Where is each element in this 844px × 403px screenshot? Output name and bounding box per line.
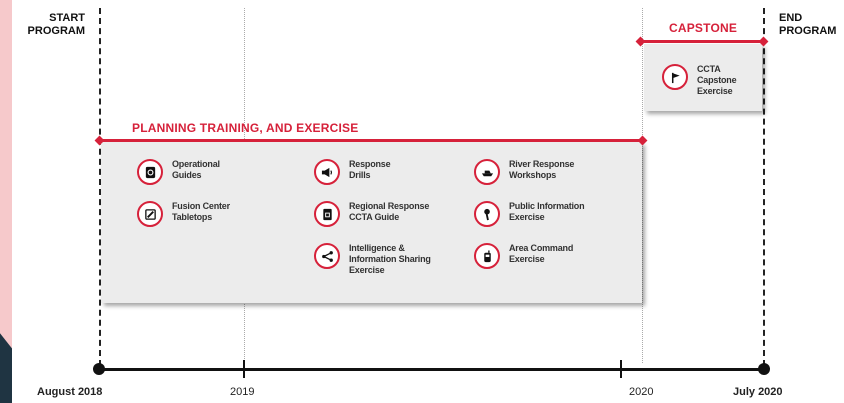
timeline-2020-label: 2020 [629, 386, 654, 398]
flag-icon [662, 64, 688, 90]
list-item: Area Command Exercise [474, 243, 573, 269]
planning-range-bar [99, 139, 645, 142]
boat-icon [474, 159, 500, 185]
item-label: Public Information Exercise [509, 201, 585, 222]
share-icon [314, 243, 340, 269]
pencil-icon [137, 201, 163, 227]
item-label: River Response Workshops [509, 159, 575, 180]
list-item: Fusion Center Tabletops [137, 201, 230, 227]
list-item: Intelligence & Information Sharing Exerc… [314, 243, 431, 276]
microphone-icon [474, 201, 500, 227]
list-item: CCTA Capstone Exercise [662, 64, 737, 97]
radio-icon [474, 243, 500, 269]
end-program-label: END PROGRAM [779, 12, 837, 37]
tick-2019 [243, 360, 245, 378]
planning-box [101, 142, 642, 303]
item-label: Regional Response CCTA Guide [349, 201, 430, 222]
timeline-2019-label: 2019 [230, 386, 255, 398]
end-marker-line [763, 8, 765, 366]
list-item: Regional Response CCTA Guide [314, 201, 429, 227]
guide-icon [137, 159, 163, 185]
timeline-start-label: August 2018 [37, 386, 103, 398]
planning-title: PLANNING TRAINING, AND EXERCISE [132, 121, 359, 135]
timeline-diagram: START PROGRAM END PROGRAM PLANNING TRAIN… [12, 0, 844, 403]
item-label: Operational Guides [172, 159, 220, 180]
timeline-end-label: July 2020 [733, 386, 783, 398]
item-label: Intelligence & Information Sharing Exerc… [349, 243, 431, 275]
item-label: CCTA Capstone Exercise [697, 64, 737, 96]
list-item: Response Drills [314, 159, 391, 185]
item-label: Area Command Exercise [509, 243, 574, 264]
megaphone-icon [314, 159, 340, 185]
list-item: Operational Guides [137, 159, 220, 185]
timeline-start-point [93, 363, 105, 375]
list-item: Public Information Exercise [474, 201, 585, 227]
timeline-axis [98, 368, 766, 371]
list-item: River Response Workshops [474, 159, 574, 185]
year-2020-gridline [642, 8, 643, 363]
item-label: Response Drills [349, 159, 391, 180]
start-program-label: START PROGRAM [27, 12, 85, 37]
start-marker-line [99, 8, 101, 366]
book-icon [314, 201, 340, 227]
timeline-end-point [758, 363, 770, 375]
tick-2020 [620, 360, 622, 378]
capstone-range-bar [640, 40, 765, 43]
item-label: Fusion Center Tabletops [172, 201, 230, 222]
capstone-title: CAPSTONE [669, 21, 738, 35]
